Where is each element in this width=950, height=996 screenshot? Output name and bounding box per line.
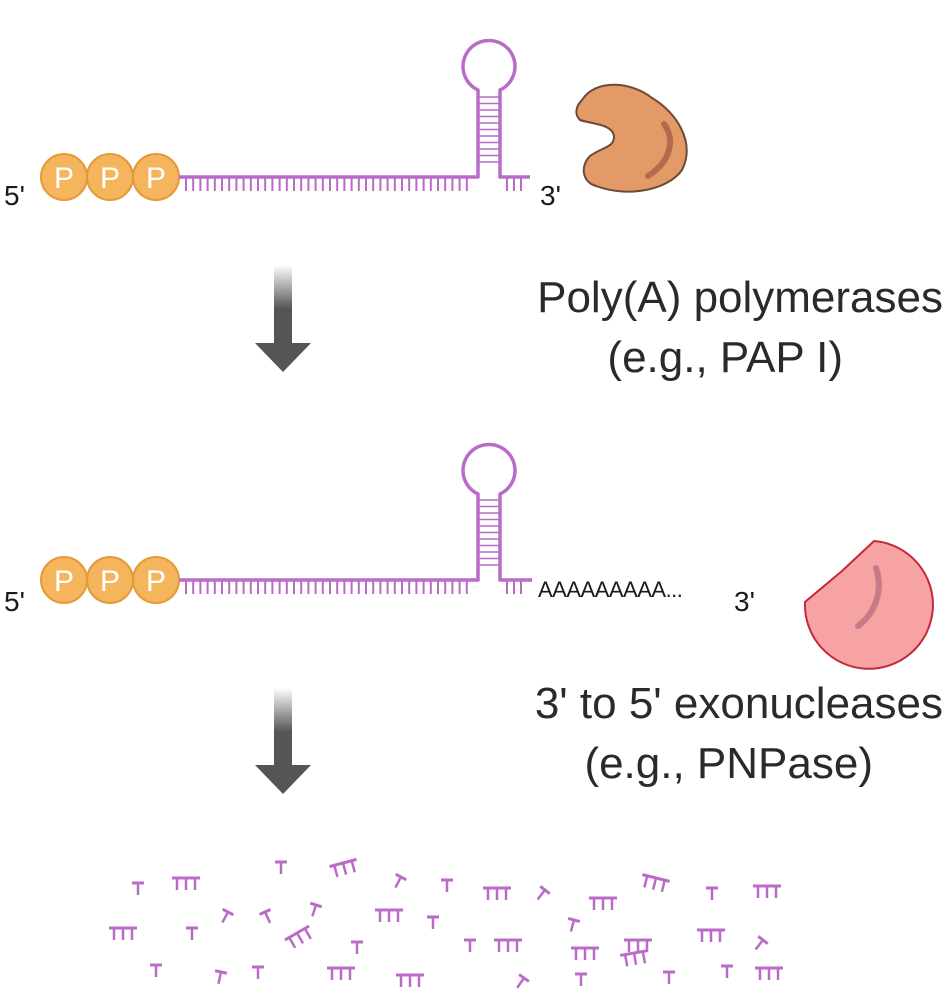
nucleotide-fragment-icon (258, 908, 272, 924)
phosphate-icon: P (86, 153, 134, 201)
nucleotide-fragment-icon (754, 935, 769, 951)
fragment-base (651, 877, 658, 890)
phosphate-label: P (146, 162, 166, 195)
phosphate-icon: P (86, 556, 134, 604)
phosphate-icon: P (40, 556, 88, 604)
fragment-base (516, 977, 526, 989)
fragment-base (536, 889, 546, 901)
stage2-five-prime-label: 5' (4, 586, 25, 617)
fragment-base (660, 879, 666, 893)
nucleotide-fragment-icon (567, 916, 581, 932)
step2-label-line2: (e.g., PNPase) (584, 739, 873, 788)
exonuclease-enzyme-icon (803, 539, 934, 670)
phosphate-icon: P (132, 153, 180, 201)
nucleotide-fragment-icon (172, 876, 200, 890)
nucleotide-fragment-icon (464, 938, 476, 952)
nucleotide-fragment-icon (706, 886, 718, 900)
phosphate-label: P (54, 162, 74, 195)
nucleotide-fragment-icon (663, 970, 675, 984)
step1-label-line1: Poly(A) polymerases (537, 273, 943, 322)
nucleotide-fragment-icon (575, 972, 587, 986)
nucleotide-fragment-icon (697, 928, 725, 942)
nucleotide-fragment-icon (619, 949, 649, 967)
nucleotide-fragment-icon (642, 873, 670, 893)
fragment-base (643, 875, 649, 888)
nucleotide-fragment-icon (186, 926, 198, 940)
nucleotide-fragment-icon (351, 940, 363, 954)
nucleotide-fragment-icon (516, 973, 530, 989)
fragment-base (263, 911, 272, 924)
stage1-five-prime-label: 5' (4, 180, 25, 211)
nucleotide-fragment-icon (753, 884, 781, 898)
phosphate-icon: P (132, 556, 180, 604)
stage1-rna-bases (185, 177, 522, 191)
fragment-base (350, 860, 357, 873)
stage2-triphosphate: P P P (40, 556, 180, 604)
nucleotide-fragment-icon (150, 963, 162, 977)
phosphate-icon: P (40, 153, 88, 201)
nucleotide-fragment-icon (309, 901, 323, 917)
fragment-base (632, 952, 638, 966)
nucleotide-fragment-icon (427, 915, 439, 929)
fragment-base (341, 862, 348, 875)
nucleotide-fragment-icon (755, 966, 783, 980)
nucleotide-fragment-icon (221, 907, 235, 924)
nucleotide-fragment-icon (132, 881, 144, 895)
phosphate-label: P (100, 565, 120, 598)
phosphate-label: P (54, 565, 74, 598)
fragment-base (754, 939, 764, 951)
stage2-rna-bases (185, 580, 522, 594)
stage2-hairpin-stem (478, 499, 500, 566)
nucleotide-fragment-icon (589, 896, 617, 910)
nucleotide-fragment-icon (214, 969, 228, 984)
fragment-base (303, 927, 312, 940)
stage1-three-prime-label: 3' (540, 180, 561, 211)
nucleotide-fragment-icon (109, 926, 137, 940)
fragment-base (221, 911, 230, 924)
nucleotide-fragment-icon (275, 860, 287, 874)
nucleotide-fragment-icon (721, 964, 733, 978)
step1-label-line2: (e.g., PAP I) (607, 333, 843, 382)
phosphate-label: P (100, 162, 120, 195)
nucleotide-fragment-icon (494, 938, 522, 952)
nucleotide-fragment-icon (394, 872, 408, 889)
fragment-base (333, 865, 339, 878)
nucleotide-fragment-icon (252, 965, 264, 979)
nucleotide-fragment-icon (571, 946, 599, 960)
fragment-base (288, 936, 297, 949)
nucleotide-fragment-icon (536, 885, 551, 901)
fragment-base (217, 971, 223, 984)
nucleotide-fragment-icon (483, 886, 511, 900)
fragment-base (311, 904, 318, 917)
fragment-base (295, 932, 305, 945)
stage2-rna: 5' P P P AAAAAAAAA... 3' (4, 442, 934, 670)
step2-label-line1: 3' to 5' exonucleases (535, 679, 943, 728)
nucleotide-fragment-icon (396, 973, 424, 987)
stage2-three-prime-label: 3' (734, 586, 755, 617)
stage2-rna-backbone (179, 442, 532, 582)
stage1-hairpin-stem (478, 96, 500, 163)
stage1-rna-backbone (179, 38, 530, 179)
nucleotide-fragment-icon (441, 878, 453, 892)
down-arrow-icon (255, 688, 311, 794)
poly-a-tail: AAAAAAAAA... (538, 577, 682, 602)
fragment-base (641, 951, 647, 964)
polymerase-enzyme-icon (575, 83, 688, 193)
nucleotide-fragment-icon (329, 857, 357, 878)
nucleotide-fragment-icon (327, 966, 355, 980)
stage1-rna: 5' P P P 3' (4, 38, 688, 211)
nucleotide-fragment-icon (624, 938, 652, 952)
down-arrow-icon (255, 265, 311, 372)
nucleotide-fragments (109, 857, 783, 989)
phosphate-label: P (146, 565, 166, 598)
fragment-base (569, 919, 576, 932)
nucleotide-fragment-icon (375, 908, 403, 922)
fragment-base (394, 876, 403, 889)
stage1-triphosphate: P P P (40, 153, 180, 201)
fragment-base (623, 954, 629, 967)
nucleotide-fragment-icon (284, 924, 312, 949)
